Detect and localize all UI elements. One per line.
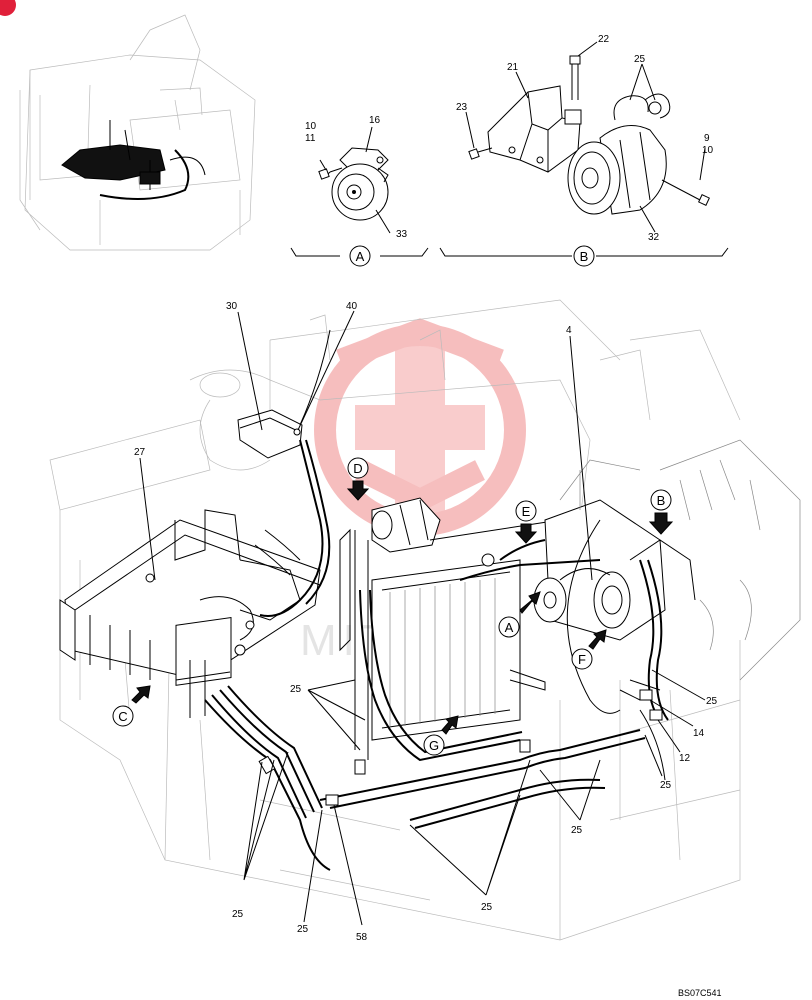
- detail-b-bracket: [439, 247, 729, 257]
- callout-32: 32: [648, 232, 660, 243]
- view-marker-d: D: [346, 457, 370, 501]
- callout-23: 23: [456, 102, 468, 113]
- view-marker-e: E: [514, 500, 538, 544]
- view-marker-a-letter: A: [505, 620, 514, 635]
- callout-30: 30: [226, 301, 238, 312]
- refrigerant-hoses: [204, 329, 669, 871]
- callout-25-b: 25: [232, 909, 244, 920]
- view-marker-f: F: [571, 629, 607, 670]
- view-marker-a: A: [498, 591, 541, 638]
- view-marker-f-letter: F: [578, 652, 586, 667]
- machine-overview: [19, 14, 256, 251]
- callout-14: 14: [693, 728, 705, 739]
- callout-4: 4: [566, 325, 572, 336]
- detail-b-marker: [573, 245, 595, 267]
- view-marker-b-letter: B: [657, 493, 666, 508]
- compressor-bracket: [487, 85, 582, 173]
- callout-25-a: 25: [290, 684, 302, 695]
- hvac-unit: [59, 509, 321, 718]
- main-assembly: A B C D E F G: [49, 299, 801, 943]
- callout-25-c: 25: [297, 924, 309, 935]
- callout-22: 22: [598, 34, 610, 45]
- callout-40: 40: [346, 301, 358, 312]
- callout-12: 12: [679, 753, 691, 764]
- callout-25-detail: 25: [634, 54, 646, 65]
- receiver-drier: [237, 409, 303, 459]
- callout-10: 10: [305, 121, 317, 132]
- view-marker-c: C: [112, 685, 151, 727]
- view-marker-d-letter: D: [353, 461, 362, 476]
- figure-code: BS07C541: [678, 988, 722, 998]
- detail-a-letter: A: [356, 249, 365, 264]
- bolt-22: [569, 55, 581, 100]
- callout-10-detail: 10: [702, 145, 714, 156]
- idler-pulley-assembly: [318, 147, 389, 221]
- corner-badge: [0, 0, 16, 16]
- callout-9: 9: [704, 133, 710, 144]
- bolt-23: [468, 147, 493, 160]
- condenser-fan-motor: [371, 497, 561, 560]
- engine-compressor-area: [481, 439, 801, 714]
- callout-21: 21: [507, 62, 519, 73]
- callout-25-e: 25: [571, 825, 583, 836]
- callout-58: 58: [356, 932, 368, 943]
- callout-16: 16: [369, 115, 381, 126]
- leader-lines: [139, 310, 706, 926]
- callout-33: 33: [396, 229, 408, 240]
- view-marker-c-letter: C: [118, 709, 127, 724]
- view-marker-g: G: [423, 715, 459, 756]
- callout-11: 11: [305, 133, 316, 144]
- detail-a-bracket: [290, 247, 429, 257]
- view-marker-b: B: [648, 489, 674, 535]
- view-marker-e-letter: E: [522, 504, 531, 519]
- view-marker-g-letter: G: [429, 738, 439, 753]
- detail-a-marker: [349, 245, 371, 267]
- callout-25-g: 25: [660, 780, 672, 791]
- detail-view-a: 10 11 16 33 A: [290, 115, 429, 267]
- ac-compressor: [567, 93, 710, 215]
- detail-b-letter: B: [580, 249, 589, 264]
- callouts: 30 40 27 4 25 25 25 25 25 25 25 14 12 58: [134, 301, 718, 943]
- callout-25-d: 25: [481, 902, 493, 913]
- callout-27: 27: [134, 447, 146, 458]
- detail-view-b: 22 21 25 23 9 10 32 B: [439, 34, 729, 267]
- callout-25-f: 25: [706, 696, 718, 707]
